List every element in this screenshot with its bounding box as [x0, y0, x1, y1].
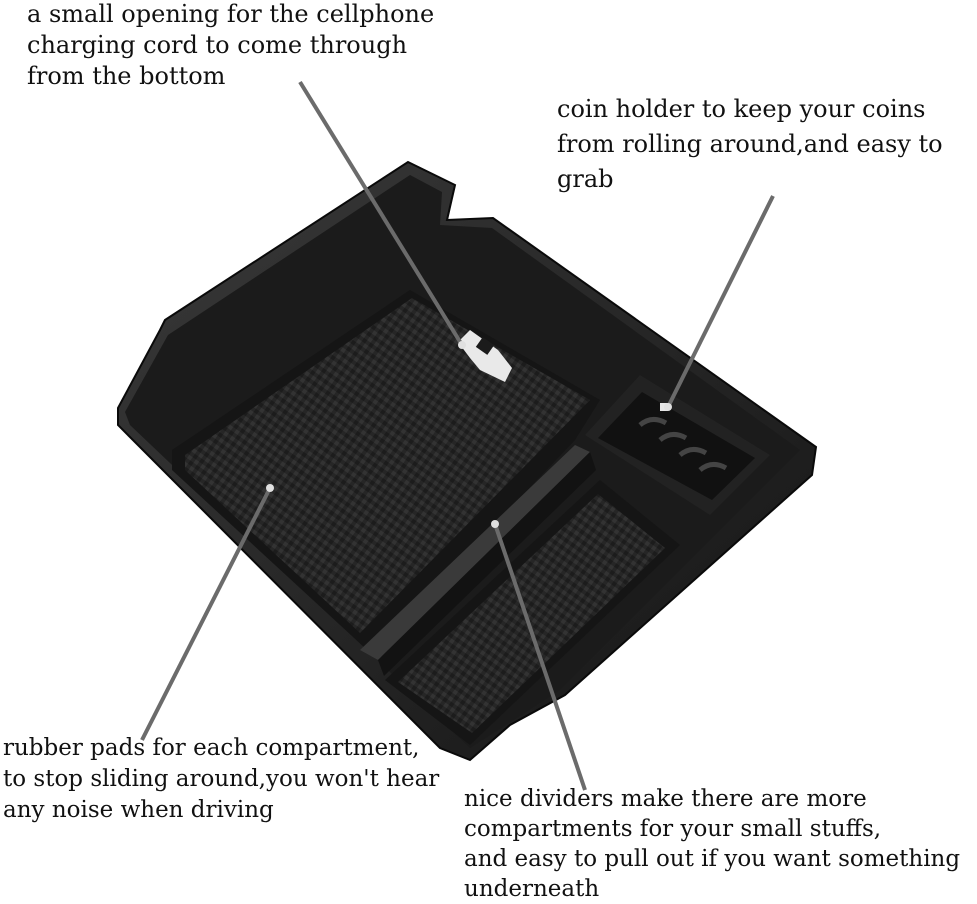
- callout-line: from rolling around,and easy to: [557, 130, 943, 158]
- callout-coin-holder: coin holder to keep your coins from roll…: [557, 94, 943, 195]
- front-compartment: [385, 480, 680, 745]
- callout-line: from the bottom: [27, 62, 226, 90]
- callout-line: any noise when driving: [3, 797, 274, 823]
- callout-dividers: nice dividers make there are more compar…: [464, 784, 960, 904]
- leader-dot-charging: [458, 341, 466, 349]
- leader-line-coin: [666, 195, 775, 408]
- leader-line-pads: [140, 487, 272, 741]
- rubber-pad-front: [398, 494, 665, 733]
- callout-line: a small opening for the cellphone: [27, 0, 435, 28]
- callout-line: nice dividers make there are more: [464, 786, 867, 812]
- charging-cord-opening: [458, 330, 512, 382]
- callout-line: rubber pads for each compartment,: [3, 735, 420, 761]
- callout-line: grab: [557, 165, 614, 193]
- rubber-pad-main: [185, 298, 590, 633]
- leader-dot-pads: [266, 484, 274, 492]
- callout-line: charging cord to come through: [27, 31, 408, 59]
- leader-line-charging: [298, 80, 464, 347]
- divider: [360, 445, 596, 676]
- callout-charging-opening: a small opening for the cellphone chargi…: [27, 0, 434, 92]
- main-compartment: [172, 290, 600, 648]
- callout-rubber-pads: rubber pads for each compartment, to sto…: [3, 733, 439, 826]
- leader-lines: [140, 80, 775, 791]
- callout-line: underneath: [464, 876, 600, 902]
- leader-dot-coin: [664, 403, 672, 411]
- callout-line: compartments for your small stuffs,: [464, 816, 882, 842]
- leader-dot-dividers: [491, 520, 499, 528]
- callout-line: and easy to pull out if you want somethi…: [464, 846, 961, 872]
- leader-line-dividers: [493, 523, 587, 791]
- callout-line: coin holder to keep your coins: [557, 95, 926, 123]
- callout-line: to stop sliding around,you won't hear: [3, 766, 440, 792]
